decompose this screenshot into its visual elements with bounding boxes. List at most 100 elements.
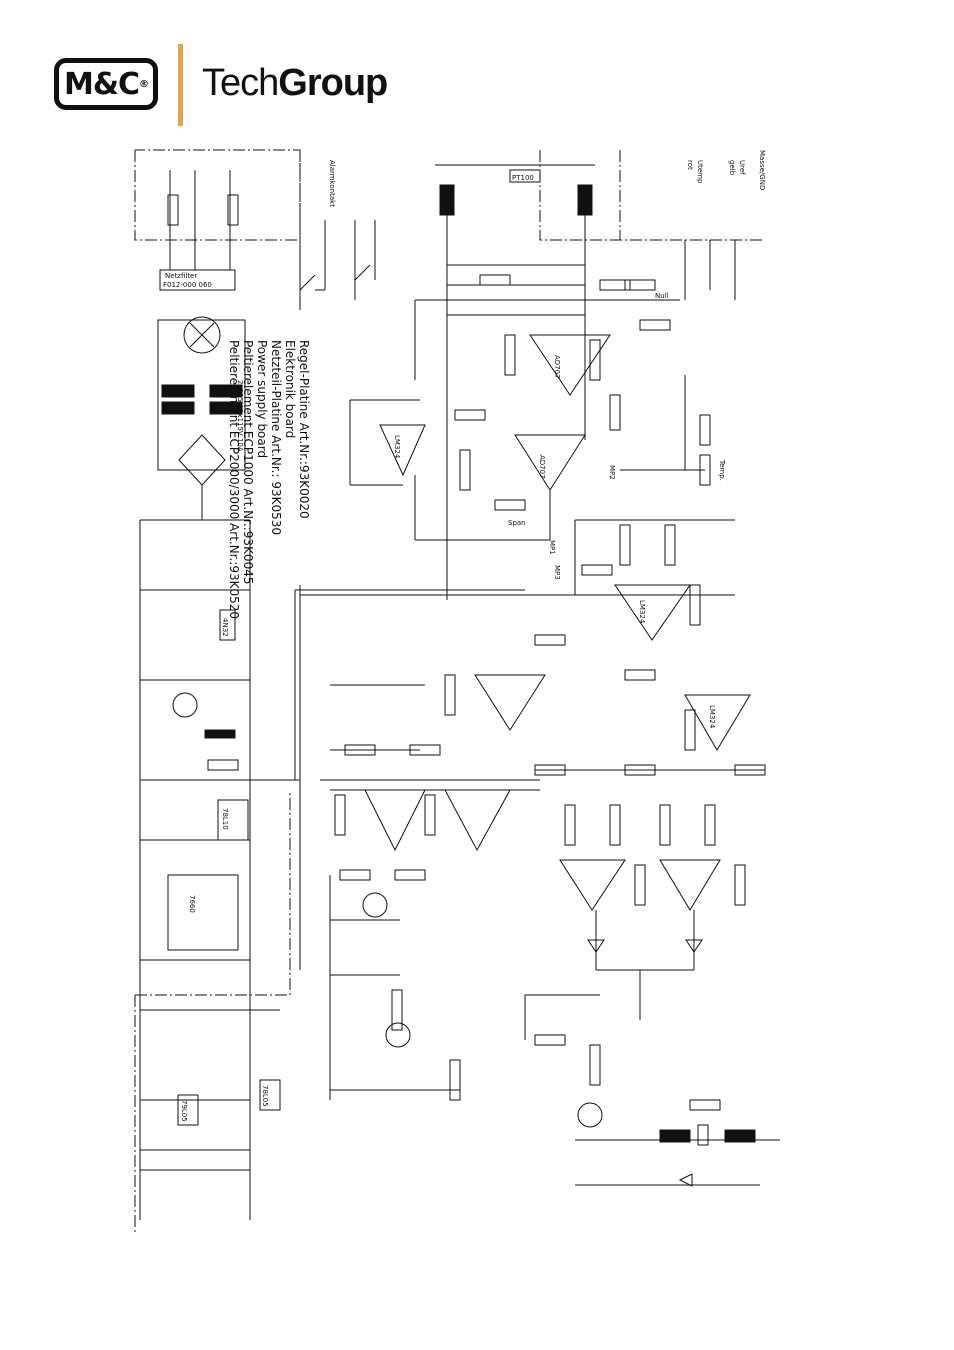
bridge-rectifier xyxy=(178,434,226,486)
resistor-r37 xyxy=(449,1059,461,1101)
label-rot: rot xyxy=(686,160,694,170)
label-temp: Temp. xyxy=(718,459,726,481)
company-logo: M&C® xyxy=(54,58,158,110)
logo-registered-mark: ® xyxy=(139,78,149,90)
resistor-r20 xyxy=(334,794,346,836)
label-ic7: AD707 xyxy=(538,455,546,479)
resistor-r28 xyxy=(704,804,716,846)
measurement-bridge xyxy=(349,164,680,600)
label-ic1: 4N32 xyxy=(221,618,229,637)
ic3-7660 xyxy=(167,874,239,951)
ic5-79l05 xyxy=(177,1094,199,1126)
title-peltier-ecp1000: Peltierelement ECP1000 Art.Nr.:93K0045 xyxy=(241,340,255,584)
opamp-ic3 xyxy=(379,424,426,477)
resistor-r31 xyxy=(609,804,621,846)
middle-stages xyxy=(172,519,751,771)
resistor-r19 xyxy=(424,794,436,836)
brand-name: TechGroup xyxy=(202,62,388,105)
coil-l5 xyxy=(577,184,593,216)
opamp-ic9b xyxy=(559,859,626,911)
temperature-branch xyxy=(620,240,736,486)
opamp-ic8c xyxy=(364,789,426,852)
transformer-coil-c xyxy=(161,401,195,415)
label-filter-part: F012-000 060 xyxy=(163,281,212,289)
resistor-r10 xyxy=(664,524,676,566)
brand-divider xyxy=(178,44,183,126)
ic2-78l10 xyxy=(217,799,249,841)
label-utemp: Utemp xyxy=(696,160,704,184)
opamp-ic7 xyxy=(514,434,586,491)
alarm-contacts xyxy=(299,220,376,310)
transistor-v10 xyxy=(577,1102,603,1128)
label-gelb: gelb xyxy=(728,160,736,176)
resistor-r22 xyxy=(391,989,403,1031)
coil-l1 xyxy=(204,729,236,739)
page-header: M&C® TechGroup xyxy=(0,0,954,140)
label-ic5: 79L05 xyxy=(180,1100,188,1122)
label-null: Null xyxy=(655,292,669,300)
resistor-r38 xyxy=(339,869,371,881)
resistor-r14 xyxy=(699,414,711,446)
label-span: Span xyxy=(508,519,526,527)
pot-p2 xyxy=(494,499,526,511)
label-netzfilter: Netzfilter xyxy=(165,272,197,280)
resistor-r18 xyxy=(344,744,376,756)
lower-left-stages xyxy=(320,779,540,1101)
mains-filter xyxy=(159,269,236,291)
resistor-r29 xyxy=(659,804,671,846)
opamp-ic8a xyxy=(614,584,691,641)
diode-v11 xyxy=(678,1173,693,1187)
title-regel-platine: Regel-Platine Art.Nr.:93K0020 xyxy=(297,340,311,519)
resistor-r17 xyxy=(409,744,441,756)
resistor-r33 xyxy=(634,864,646,906)
label-pt100: PT100 xyxy=(512,174,534,182)
resistor-r1b xyxy=(207,759,239,771)
transformer-coil-b xyxy=(209,384,243,398)
circuit-schematic: Regel-Platine Art.Nr.:93K0020 Elektronik… xyxy=(134,149,780,1235)
label-ic2: 78L10 xyxy=(221,808,229,830)
resistor-r11 xyxy=(619,524,631,566)
title-netzteil-platine: Netzteil-Platine Art.Nr.: 93K0530 xyxy=(269,340,283,535)
label-ic6: AD707 xyxy=(553,355,561,379)
brand-bold: Group xyxy=(278,62,388,104)
label-ic3-7660: 7660 xyxy=(188,895,196,913)
opamp-ic8d xyxy=(444,789,511,852)
label-mp3: MP3 xyxy=(553,565,561,580)
label-ic4: 78L05 xyxy=(261,1085,269,1107)
board-titles: Regel-Platine Art.Nr.:93K0020 Elektronik… xyxy=(227,340,311,619)
regulators xyxy=(140,609,281,1151)
resistor-r5 xyxy=(589,339,601,381)
logo-text: M&C xyxy=(63,66,140,102)
title-elektronik-board: Elektronik board xyxy=(283,340,297,438)
resistor-r32 xyxy=(564,804,576,846)
right-lower-stages xyxy=(524,764,780,1187)
resistor-r21 xyxy=(394,869,426,881)
opamp-ic6 xyxy=(529,334,611,396)
resistor-r9 xyxy=(459,449,471,491)
title-peltier-ecp2000: Peltierelement ECP2000/3000 Art.Nr.:93K0… xyxy=(227,340,241,619)
ic4-78l05 xyxy=(259,1079,281,1111)
transformer-coil-d xyxy=(209,401,243,415)
opamp-ic8b xyxy=(474,674,546,731)
transistor-v3 xyxy=(385,1022,411,1048)
transistor-v4 xyxy=(362,892,388,918)
resistor-r23 xyxy=(624,669,656,681)
opamp-ic9a xyxy=(684,694,751,751)
label-ic8: LM324 xyxy=(638,600,646,624)
label-mp1: MP1 xyxy=(548,540,556,555)
pt100-sensor xyxy=(509,169,541,183)
resistor-r24 xyxy=(684,709,696,751)
resistor-r34 xyxy=(589,1044,601,1086)
coil-l4 xyxy=(439,184,455,216)
relay-k1 xyxy=(697,1124,709,1146)
rails xyxy=(139,519,540,1220)
resistor-r8 xyxy=(454,409,486,421)
resistor-r12 xyxy=(581,564,613,576)
fan-motor-m1 xyxy=(172,692,198,718)
resistor-r6 xyxy=(599,279,631,291)
label-mp2: MP2 xyxy=(608,465,616,480)
resistor-r13 xyxy=(689,584,701,626)
resistor-r30 xyxy=(734,864,746,906)
coil-l3b xyxy=(724,1129,756,1143)
resistor-r16 xyxy=(444,674,456,716)
